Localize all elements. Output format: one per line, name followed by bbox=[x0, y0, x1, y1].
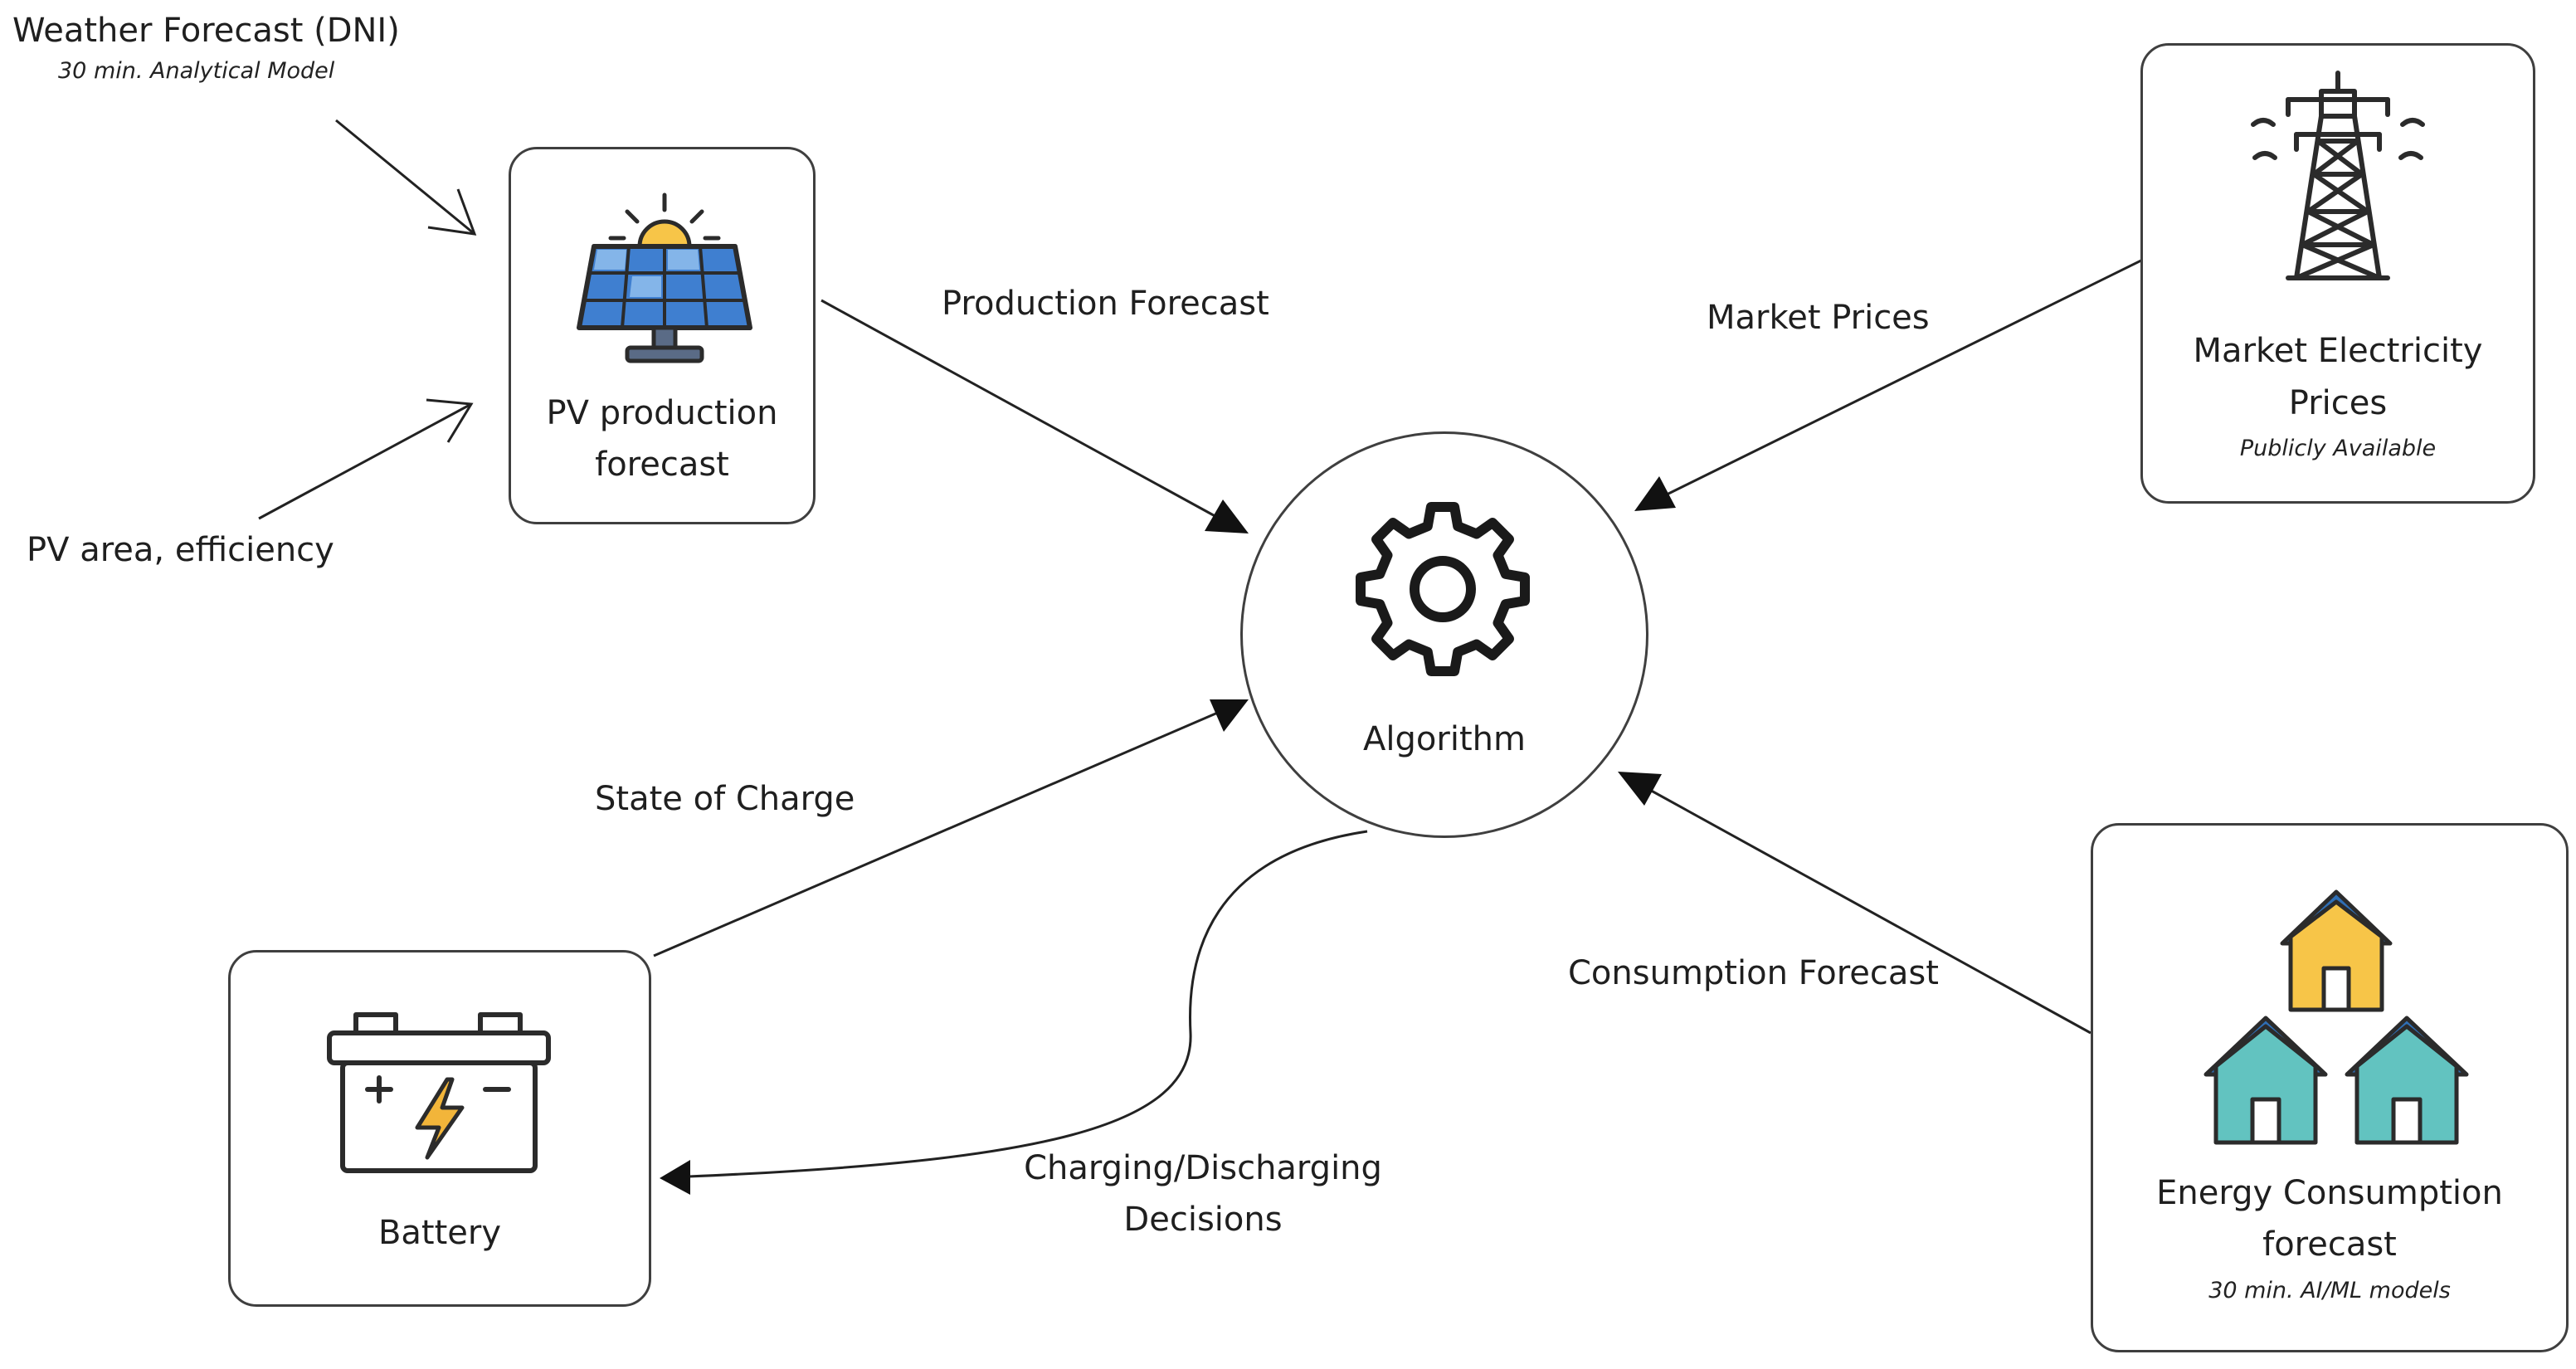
decisions-arrow bbox=[660, 830, 1368, 1195]
consumption-forecast-arrow bbox=[1618, 772, 2091, 1035]
state-of-charge-label: State of Charge bbox=[595, 780, 855, 818]
gear-icon bbox=[1356, 502, 1530, 676]
production-forecast-label: Production Forecast bbox=[942, 285, 1269, 323]
pv-forecast-label-line1: PV production bbox=[546, 394, 778, 432]
consumption-subtitle: 30 min. AI/ML models bbox=[2208, 1278, 2451, 1303]
pv-forecast-label-line2: forecast bbox=[595, 446, 729, 484]
power-tower-icon bbox=[2251, 71, 2425, 280]
battery-icon bbox=[327, 1012, 551, 1173]
market-prices-label-line2: Prices bbox=[2288, 384, 2388, 422]
solar-panel-icon bbox=[577, 192, 752, 363]
battery-label: Battery bbox=[377, 1214, 502, 1252]
decisions-label-line1: Charging/Discharging bbox=[1024, 1149, 1382, 1187]
pv-forecast-node: PV production forecast bbox=[509, 147, 816, 524]
weather-forecast-label: Weather Forecast (DNI) bbox=[12, 12, 400, 50]
houses-icon bbox=[2203, 889, 2469, 1145]
state-of-charge-arrow bbox=[653, 699, 1249, 957]
market-prices-node: Market Electricity Prices Publicly Avail… bbox=[2140, 43, 2535, 504]
market-prices-label-line1: Market Electricity bbox=[2193, 332, 2483, 370]
market-prices-subtitle: Publicly Available bbox=[2239, 436, 2437, 461]
consumption-label-line1: Energy Consumption bbox=[2156, 1174, 2503, 1212]
pvarea-to-pv-arrow bbox=[258, 398, 474, 520]
weather-forecast-subtitle: 30 min. Analytical Model bbox=[58, 58, 335, 84]
algorithm-label: Algorithm bbox=[1363, 720, 1526, 758]
market-prices-label: Market Prices bbox=[1707, 299, 1930, 337]
consumption-forecast-label: Consumption Forecast bbox=[1568, 954, 1939, 992]
decisions-label-line2: Decisions bbox=[1123, 1201, 1283, 1239]
market-prices-arrow bbox=[1634, 253, 2154, 511]
algorithm-node: Algorithm bbox=[1240, 431, 1648, 838]
consumption-label-line2: forecast bbox=[2262, 1225, 2397, 1264]
pv-area-label: PV area, efficiency bbox=[27, 531, 334, 569]
battery-node: Battery bbox=[228, 950, 651, 1307]
production-forecast-arrow bbox=[821, 299, 1249, 533]
consumption-node: Energy Consumption forecast 30 min. AI/M… bbox=[2091, 823, 2569, 1352]
weather-to-pv-arrow bbox=[335, 119, 477, 236]
